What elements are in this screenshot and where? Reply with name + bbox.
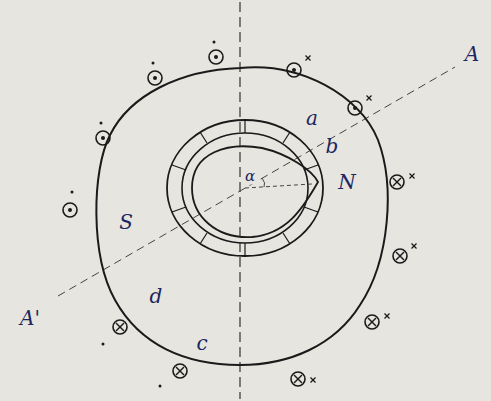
angle-arc (262, 178, 265, 187)
outer-ring (167, 120, 323, 256)
part-label: a (304, 107, 320, 129)
part-label: A (463, 43, 481, 65)
rotor-core (192, 146, 318, 237)
part-label: A' (18, 307, 42, 329)
vertical-axis (239, 2, 240, 399)
part-label: N (336, 171, 358, 193)
angle-ray (245, 184, 312, 188)
part-label: c (194, 332, 209, 354)
field-outline (96, 67, 387, 365)
part-label: d (148, 285, 165, 307)
conductor-dots (63, 41, 372, 218)
part-label: b (324, 135, 341, 157)
part-label: α (243, 168, 257, 185)
part-label: S (117, 211, 135, 233)
ring-hatches (172, 120, 318, 256)
brush-axis (58, 67, 455, 296)
conductor-crosses (102, 174, 417, 388)
